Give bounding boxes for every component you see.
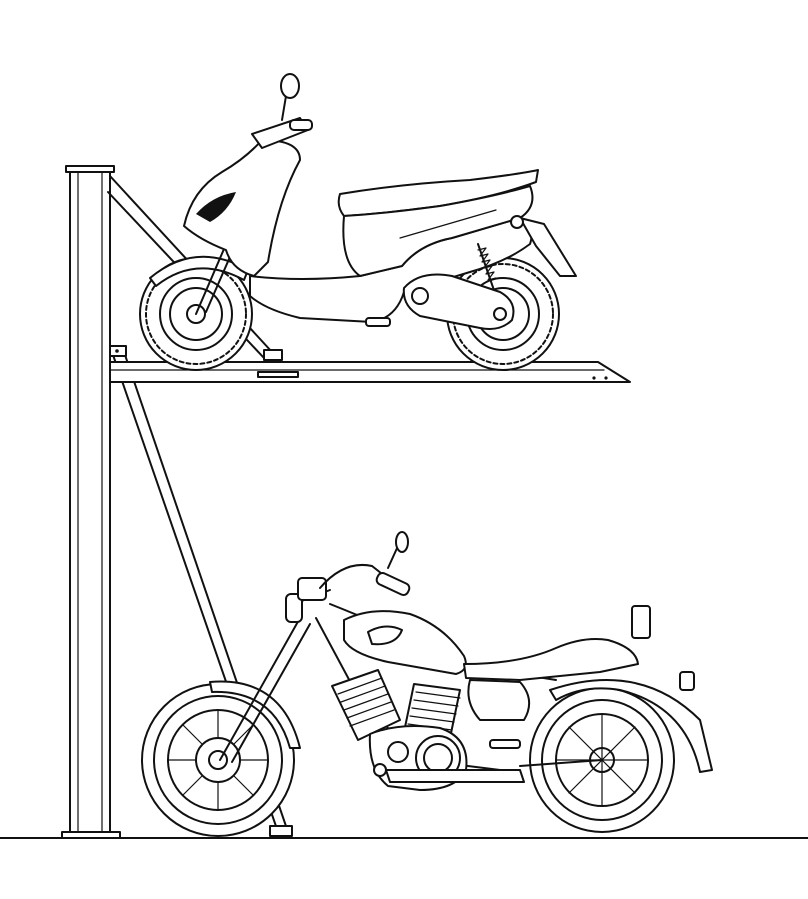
cruiser-mirror	[395, 531, 409, 553]
cruiser-front-fender	[209, 680, 301, 749]
scooter-mirror	[280, 73, 300, 99]
scooter	[139, 73, 577, 371]
cruiser-motorcycle	[141, 531, 713, 837]
cruiser-handlebar	[319, 531, 411, 596]
scooter-side-panel	[342, 185, 534, 277]
cruiser-exhaust	[373, 763, 525, 783]
cruiser-rear-fender	[549, 679, 713, 773]
cruiser-side-cover	[467, 679, 531, 721]
lift-post	[61, 165, 121, 839]
scooter-body	[249, 217, 533, 323]
scooter-front-fender	[149, 255, 249, 287]
scooter-tail	[519, 217, 577, 277]
scooter-handlebar	[251, 73, 313, 149]
cruiser-seat	[463, 638, 639, 681]
cruiser-front-wheel	[141, 683, 295, 837]
scooter-front-shield	[183, 139, 301, 277]
cruiser-headlight	[285, 593, 303, 623]
scooter-engine	[402, 273, 515, 330]
scooter-headlight	[196, 192, 236, 222]
cruiser-fuel-tank	[343, 610, 467, 675]
scooter-rear-shock	[477, 243, 497, 297]
